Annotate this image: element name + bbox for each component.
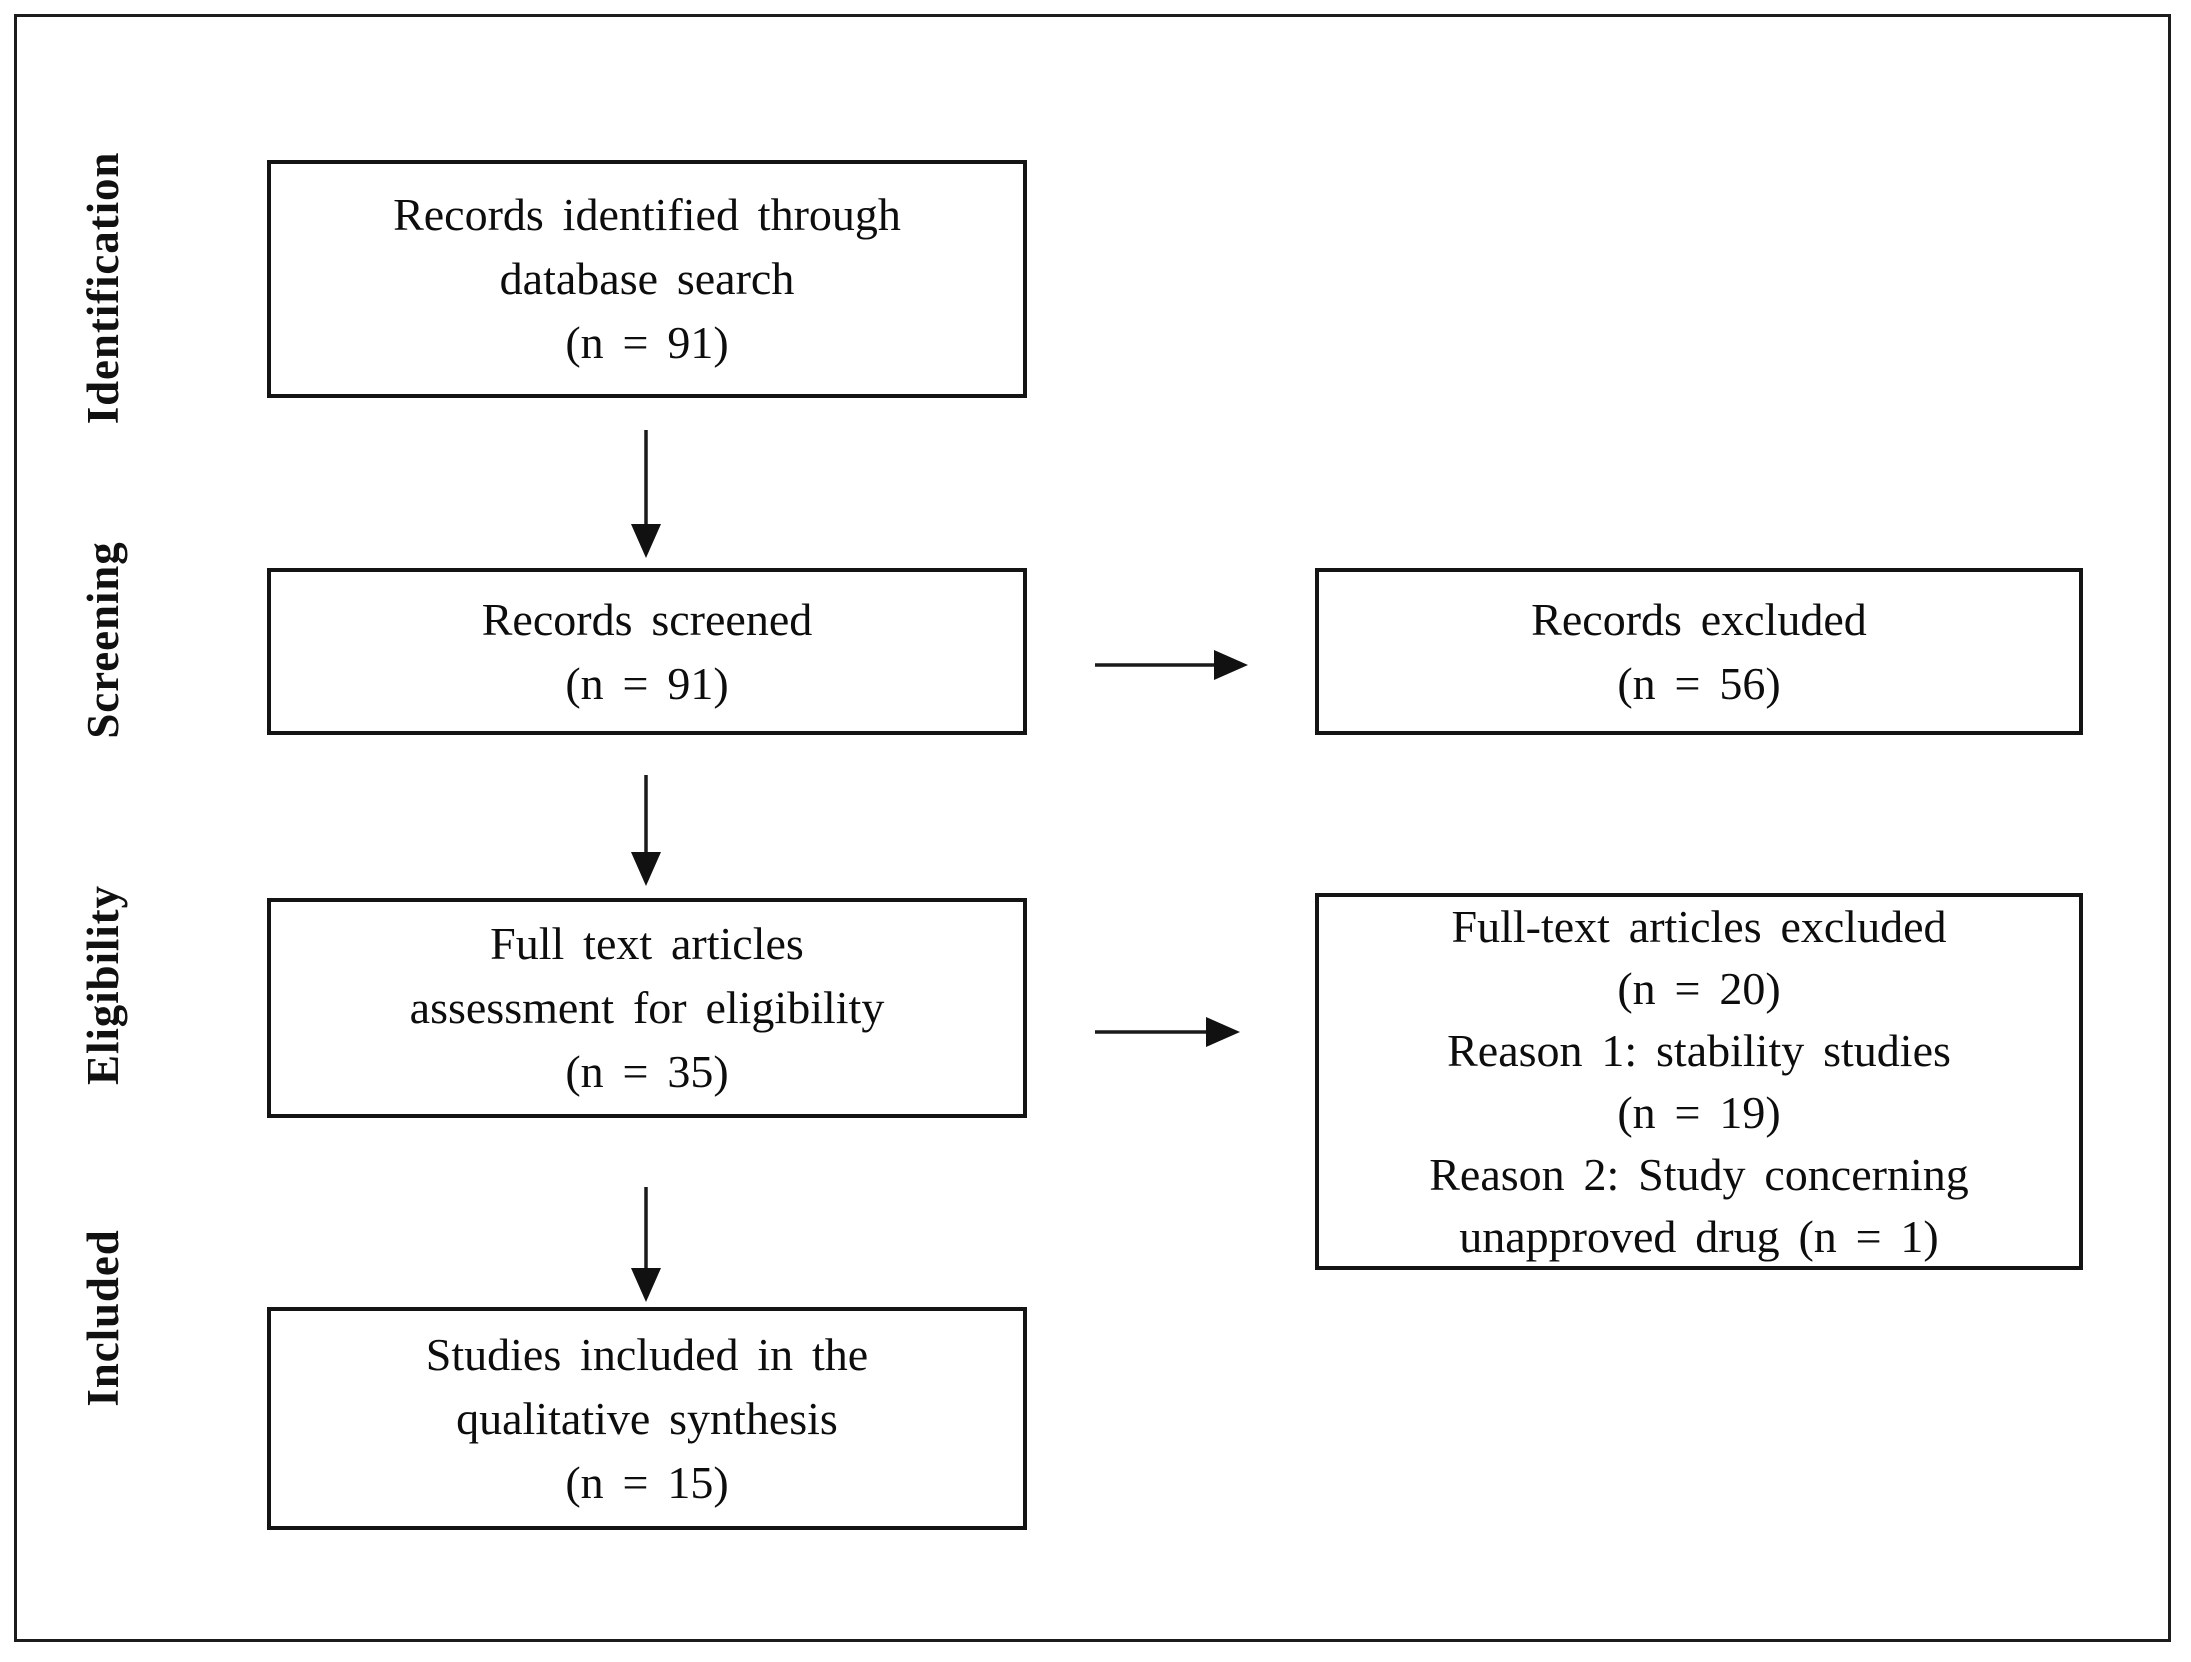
box-records-excluded-count: (n = 56) xyxy=(1617,657,1781,709)
box-records-screened: Records screened (n = 91) xyxy=(267,568,1027,735)
box-full-text-excluded: Full-text articles excluded (n = 20) Rea… xyxy=(1315,893,2083,1270)
box-records-identified: Records identified through database sear… xyxy=(267,160,1027,398)
box-records-screened-line: Records screened xyxy=(481,593,813,645)
box-records-screened-count: (n = 91) xyxy=(565,657,729,709)
stage-label-screening: Screening xyxy=(78,541,128,739)
box-records-excluded: Records excluded (n = 56) xyxy=(1315,568,2083,735)
stage-label-eligibility: Eligibility xyxy=(78,885,128,1085)
box-records-identified-line: Records identified through xyxy=(393,189,901,240)
box-full-text-assessed-line: assessment for eligibility xyxy=(409,982,885,1033)
box-included-studies: Studies included in the qualitative synt… xyxy=(267,1307,1027,1530)
figure-border xyxy=(14,14,2171,1642)
box-full-text-excluded-reason2-count: unapproved drug (n = 1) xyxy=(1459,1210,1939,1262)
box-records-identified-line: database search xyxy=(499,253,795,304)
stage-label-included: Included xyxy=(78,1229,128,1407)
box-full-text-assessed-count: (n = 35) xyxy=(565,1046,729,1097)
box-full-text-excluded-count: (n = 20) xyxy=(1617,962,1781,1014)
stage-label-identification: Identification xyxy=(78,151,128,425)
box-full-text-excluded-reason1-count: (n = 19) xyxy=(1617,1086,1781,1138)
box-included-studies-line: Studies included in the xyxy=(425,1328,869,1380)
box-full-text-assessed: Full text articles assessment for eligib… xyxy=(267,898,1027,1118)
box-full-text-excluded-reason1: Reason 1: stability studies xyxy=(1447,1024,1951,1076)
box-records-excluded-line: Records excluded xyxy=(1531,593,1867,645)
box-included-studies-count: (n = 15) xyxy=(565,1456,729,1508)
box-full-text-excluded-reason2: Reason 2: Study concerning xyxy=(1429,1148,1969,1200)
box-full-text-excluded-line: Full-text articles excluded xyxy=(1451,900,1947,952)
box-included-studies-line: qualitative synthesis xyxy=(456,1392,838,1444)
box-records-identified-count: (n = 91) xyxy=(565,317,729,368)
box-full-text-assessed-line: Full text articles xyxy=(490,918,804,969)
